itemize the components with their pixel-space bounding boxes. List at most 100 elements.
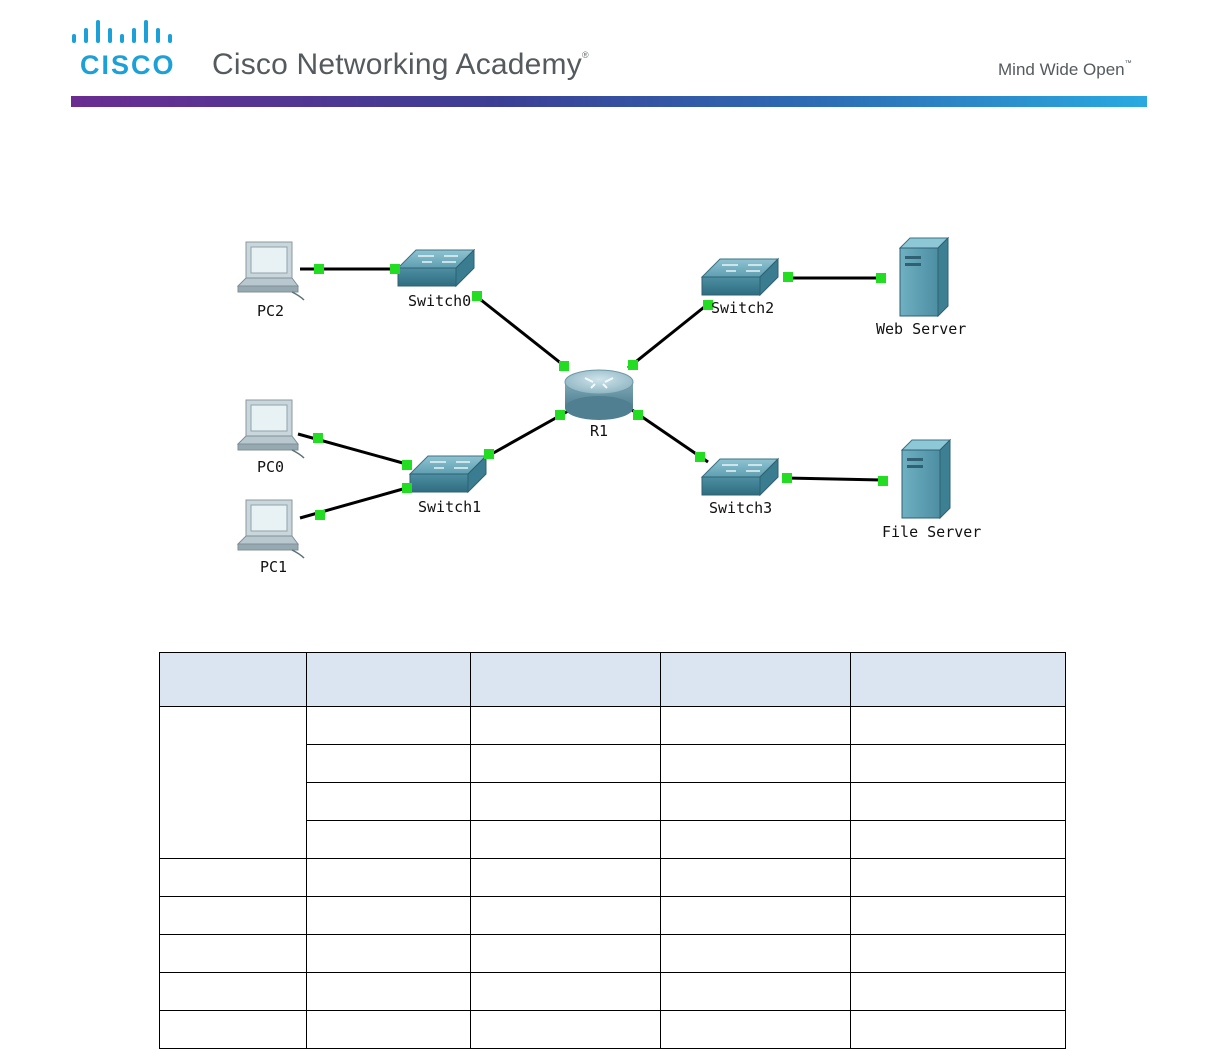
switch1-device[interactable]	[409, 455, 487, 493]
pc2-label: PC2	[257, 302, 284, 320]
table-cell	[159, 1010, 307, 1049]
table-row	[160, 820, 1066, 859]
table-cell	[306, 782, 471, 821]
link-light	[402, 483, 412, 493]
table-cell-merged	[159, 706, 307, 859]
table-cell	[306, 706, 471, 745]
table-cell	[660, 782, 851, 821]
registered-mark: ®	[581, 50, 589, 60]
table-cell	[850, 1010, 1066, 1049]
table-cell	[660, 820, 851, 859]
table-cell	[306, 820, 471, 859]
table-cell	[470, 744, 661, 783]
academy-title: Cisco Networking Academy®	[212, 48, 589, 82]
table-cell	[159, 858, 307, 897]
link-light	[695, 452, 705, 462]
file-server-label: File Server	[882, 523, 981, 541]
table-cell	[470, 706, 661, 745]
link-light	[315, 510, 325, 520]
link-light	[472, 291, 482, 301]
switch2-device[interactable]	[701, 258, 779, 296]
pc1-device[interactable]	[237, 499, 305, 559]
cisco-logo-bars-icon	[72, 20, 172, 43]
table-cell	[660, 896, 851, 935]
web-server-label: Web Server	[876, 320, 966, 338]
table-cell	[159, 934, 307, 973]
switch0-label: Switch0	[408, 292, 471, 310]
switch1-label: Switch1	[418, 498, 481, 516]
pc1-label: PC1	[260, 558, 287, 576]
link-light	[782, 473, 792, 483]
table-cell	[850, 820, 1066, 859]
trademark-mark: ™	[1124, 60, 1132, 67]
table-header-cell	[850, 652, 1066, 707]
link-light	[390, 264, 400, 274]
table-row	[159, 706, 1066, 859]
table-cell	[660, 744, 851, 783]
link-light	[878, 476, 888, 486]
link-light	[313, 433, 323, 443]
link-r1-switch2	[627, 302, 709, 370]
tagline: Mind Wide Open™	[998, 60, 1132, 80]
table-header-cell	[470, 652, 661, 707]
link-light	[703, 300, 713, 310]
table-row	[159, 972, 1066, 1011]
table-row	[159, 858, 1066, 897]
header-gradient-bar	[71, 96, 1147, 107]
table-cell	[660, 934, 851, 973]
table-cell	[470, 972, 661, 1011]
table-cell	[306, 972, 471, 1011]
link-light	[783, 272, 793, 282]
pc0-device[interactable]	[237, 399, 305, 459]
web-server-device[interactable]	[899, 237, 949, 317]
network-topology-diagram: PC2 PC0 PC1 Switch0 Switch1 Switch2 Swit…	[237, 237, 981, 576]
page-header: CISCO Cisco Networking Academy® Mind Wid…	[0, 0, 1222, 110]
link-light	[484, 449, 494, 459]
switch3-label: Switch3	[709, 499, 772, 517]
link-light	[402, 460, 412, 470]
table-cell	[470, 1010, 661, 1049]
table-cell	[306, 896, 471, 935]
table-header-cell	[660, 652, 851, 707]
link-light	[555, 410, 565, 420]
table-header-row	[159, 652, 1066, 707]
table-cell	[850, 744, 1066, 783]
switch2-label: Switch2	[711, 299, 774, 317]
table-cell	[850, 934, 1066, 973]
table-cell	[470, 896, 661, 935]
table-cell	[470, 782, 661, 821]
table-row	[159, 1010, 1066, 1049]
topology-links	[297, 267, 883, 520]
link-light	[628, 360, 638, 370]
table-header-cell	[306, 652, 471, 707]
table-cell	[850, 782, 1066, 821]
r1-router-device[interactable]	[564, 369, 634, 420]
link-light	[633, 410, 643, 420]
link-light	[314, 264, 324, 274]
table-cell	[470, 934, 661, 973]
file-server-device[interactable]	[901, 439, 951, 519]
r1-label: R1	[590, 422, 608, 440]
table-cell	[660, 972, 851, 1011]
table-cell	[470, 858, 661, 897]
academy-title-text: Cisco Networking Academy	[212, 48, 582, 81]
table-cell	[850, 706, 1066, 745]
table-cell	[470, 820, 661, 859]
pc2-device[interactable]	[237, 241, 305, 301]
table-cell	[850, 972, 1066, 1011]
link-status-lights	[313, 264, 888, 520]
table-cell	[306, 858, 471, 897]
switch0-device[interactable]	[397, 249, 475, 287]
table-cell	[306, 934, 471, 973]
table-row	[160, 782, 1066, 821]
link-switch0-r1	[475, 294, 568, 370]
table-header-cell	[159, 652, 307, 707]
table-row	[159, 896, 1066, 935]
switch3-device[interactable]	[701, 458, 779, 496]
link-light	[559, 361, 569, 371]
link-switch3-file	[785, 476, 883, 482]
table-cell	[159, 896, 307, 935]
link-light	[876, 273, 886, 283]
tagline-text: Mind Wide Open	[998, 60, 1125, 79]
table-cell	[159, 972, 307, 1011]
